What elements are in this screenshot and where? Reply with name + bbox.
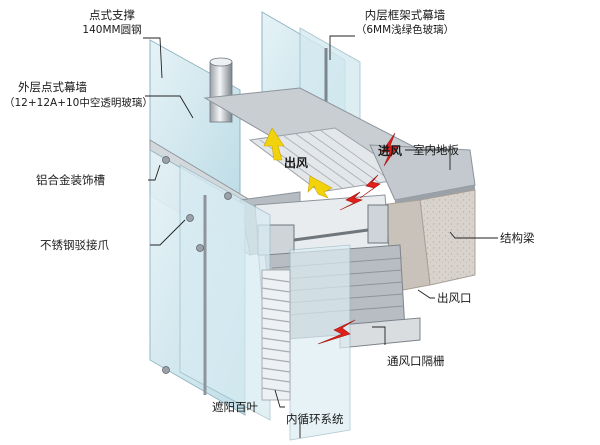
air-out-arrows <box>263 127 333 199</box>
steel-tube-top <box>209 57 233 67</box>
steel-tube <box>209 61 233 123</box>
label-outer-glass: （12+12A+10中空透明玻璃） <box>4 97 153 109</box>
label-indoor-floor: 室内地板 <box>413 143 459 157</box>
label-outer-wall: 外层点式幕墙 <box>18 80 87 94</box>
label-vent-grille: 通风口隔栅 <box>387 354 445 368</box>
label-inner-circulation: 内循环系统 <box>286 412 344 426</box>
label-inner-glass: （6MM浅绿色玻璃） <box>355 24 455 36</box>
profile-right <box>367 204 389 244</box>
label-alu-trough: 铝合金装饰槽 <box>36 173 105 187</box>
label-air-outlet: 出风口 <box>437 291 472 305</box>
sun-louver <box>261 269 291 401</box>
air-in-arrows <box>317 132 399 345</box>
profile-web <box>293 228 369 242</box>
label-stainless-claw: 不锈钢驳接爪 <box>40 238 109 252</box>
stainless-claws <box>162 156 232 374</box>
leader-lines <box>143 35 498 438</box>
label-sun-louver: 遮阳百叶 <box>212 400 258 414</box>
outer-glass-lower-2 <box>179 164 271 421</box>
label-steel-tube: 140MM圆钢 <box>82 24 142 36</box>
label-beam: 结构梁 <box>500 231 535 245</box>
label-air-in: 进风 <box>378 144 403 158</box>
label-point-support: 点式支撑 <box>89 8 135 22</box>
label-inner-wall: 内层框架式幕墙 <box>364 8 446 22</box>
label-air-out: 出风 <box>284 156 309 170</box>
inner-glass-lower <box>289 244 351 441</box>
